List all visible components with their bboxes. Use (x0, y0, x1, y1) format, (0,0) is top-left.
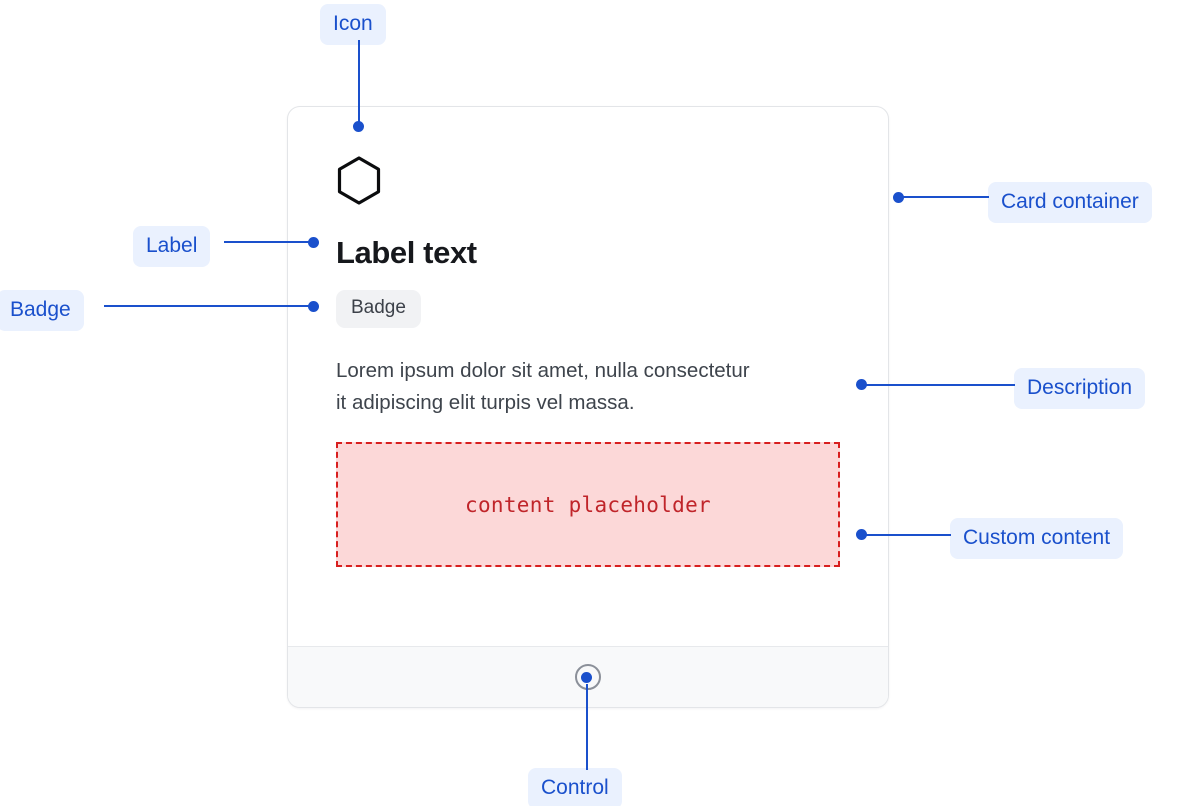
annotation-dot-description (856, 379, 867, 390)
card-description: Lorem ipsum dolor sit amet, nulla consec… (336, 358, 750, 414)
annotation-label-card-container: Card container (988, 182, 1152, 223)
annotation-leader-line-badge (104, 305, 316, 307)
annotation-dot-badge (308, 301, 319, 312)
annotation-leader-line-description (866, 384, 1015, 386)
card-title: Label text (336, 235, 477, 270)
annotation-dot-custom-content (856, 529, 867, 540)
annotation-label-custom-content: Custom content (950, 518, 1124, 559)
annotation-label-icon: Icon (320, 4, 386, 45)
annotation-leader-line-control (586, 684, 588, 770)
annotation-label-control: Control (528, 768, 622, 806)
control-knob[interactable] (575, 664, 601, 690)
annotation-dot-icon (353, 121, 364, 132)
annotation-label-description: Description (1014, 368, 1146, 409)
annotation-dot-card-container (893, 192, 904, 203)
annotation-label-label: Label (133, 226, 211, 267)
annotation-dot-control (581, 672, 592, 683)
hexagon-icon (337, 156, 381, 205)
annotation-leader-line-card-container (903, 196, 989, 198)
placeholder-label: content placeholder (465, 492, 711, 517)
annotation-label-badge: Badge (0, 290, 84, 331)
card-badge: Badge (336, 290, 421, 328)
annotation-dot-label (308, 237, 319, 248)
custom-content-placeholder: content placeholder (336, 442, 840, 568)
annotation-leader-line-custom-content (866, 534, 951, 536)
card-body: Label text Badge Lorem ipsum dolor sit a… (288, 107, 888, 648)
annotation-leader-line-icon (358, 40, 360, 126)
annotation-leader-line-label (224, 241, 316, 243)
card-container[interactable]: Label text Badge Lorem ipsum dolor sit a… (287, 106, 889, 708)
